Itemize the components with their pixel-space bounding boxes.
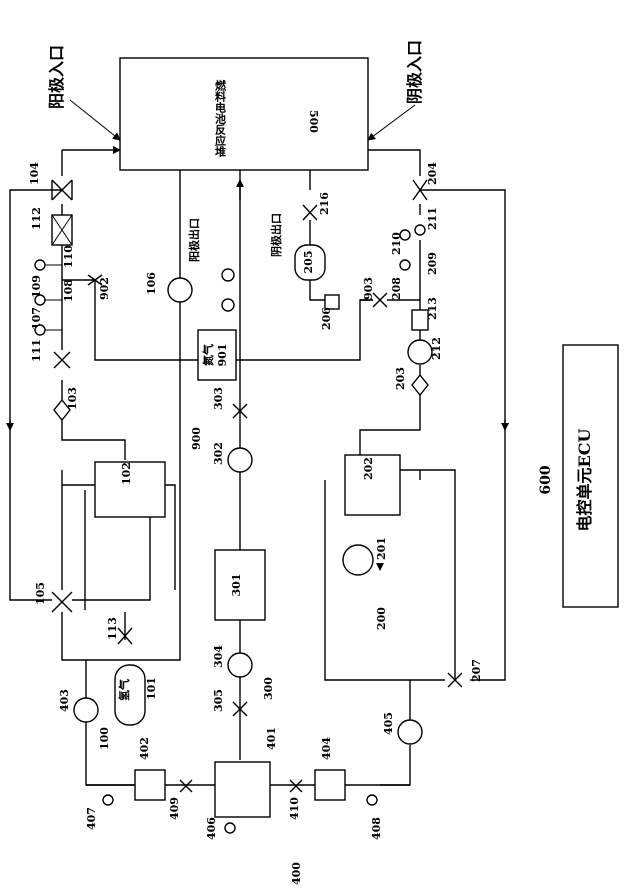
num-101: 101 [145, 677, 158, 700]
cathode-outlet-label: 阴极出口 [269, 213, 283, 257]
num-902: 902 [98, 277, 111, 300]
cathode-loop [310, 150, 505, 785]
filter-203 [412, 375, 428, 395]
num-206: 206 [320, 307, 333, 330]
component-213 [412, 310, 428, 330]
num-304: 304 [212, 645, 225, 668]
valve-111 [54, 352, 70, 368]
num-901: 901 [216, 344, 229, 367]
num-409: 409 [168, 797, 181, 820]
num-108: 108 [62, 279, 75, 302]
compressor-201 [343, 545, 373, 575]
num-403: 403 [58, 689, 71, 712]
num-203: 203 [394, 367, 407, 390]
ecu-600: 电控单元ECU 600 [538, 345, 618, 607]
num-209: 209 [426, 252, 439, 275]
hydrogen-tank-101: 氢气 101 [115, 665, 158, 725]
ecu-text: 电控单元ECU [575, 429, 594, 532]
valve-104: 104 [28, 162, 72, 200]
num-105: 105 [34, 582, 47, 605]
component-102: 102 [95, 462, 165, 517]
num-300: 300 [262, 677, 275, 700]
pump-403: 403 [58, 689, 98, 722]
num-202: 202 [362, 457, 375, 480]
num-302: 302 [212, 442, 225, 465]
num-102: 102 [120, 462, 133, 485]
num-211: 211 [426, 207, 439, 230]
num-401: 401 [265, 727, 278, 750]
component-112: 112 [30, 207, 72, 245]
num-110: 110 [62, 245, 75, 268]
valve-903 [373, 293, 387, 307]
num-104: 104 [28, 162, 41, 185]
fuel-cell-stack: 燃料电池反应堆 500 [120, 58, 368, 170]
num-301: 301 [230, 574, 243, 597]
hydrogen-text: 氢气 [117, 679, 131, 701]
num-407: 407 [85, 807, 98, 830]
cathode-inlet-arrow [368, 105, 415, 140]
cathode-inlet-label: 阴极入口 [405, 40, 424, 104]
pump-212 [408, 340, 432, 364]
stack-text: 燃料电池反应堆 [214, 79, 228, 158]
valve-216 [303, 205, 317, 220]
pump-405 [398, 720, 422, 744]
num-106: 106 [145, 272, 158, 295]
component-206 [325, 295, 339, 309]
num-400: 400 [290, 862, 303, 885]
num-216: 216 [318, 192, 331, 215]
num-903: 903 [362, 277, 375, 300]
num-100: 100 [98, 727, 111, 750]
num-410: 410 [288, 797, 301, 820]
num-112: 112 [30, 207, 43, 230]
num-200: 200 [375, 607, 388, 630]
valve-105: 105 [34, 582, 72, 612]
valve-113: 113 [106, 617, 132, 644]
anode-inlet-label: 阳极入口 [47, 45, 66, 109]
num-113: 113 [106, 617, 119, 640]
num-208: 208 [390, 277, 403, 300]
num-201: 201 [375, 537, 388, 560]
nitrogen-text: 氮气 [201, 344, 215, 366]
anode-outlet-label: 阳极出口 [187, 218, 201, 262]
num-408: 408 [370, 817, 383, 840]
num-305: 305 [212, 689, 225, 712]
num-406: 406 [205, 817, 218, 840]
sensor-106: 106 [145, 272, 192, 302]
sensors-right [400, 225, 425, 270]
num-303: 303 [212, 387, 225, 410]
num-402: 402 [138, 737, 151, 760]
stack-code: 500 [307, 110, 320, 133]
cooling-loop: 402 409 401 410 404 407 408 406 400 [85, 727, 410, 885]
num-207: 207 [470, 659, 483, 682]
ecu-code: 600 [538, 465, 554, 494]
nitrogen-line: 氮气 901 303 900 302 301 300 304 305 [190, 170, 275, 760]
num-111: 111 [30, 339, 43, 362]
num-204: 204 [426, 162, 439, 185]
anode-inlet-arrow [70, 100, 120, 140]
num-405: 405 [382, 712, 395, 735]
num-404: 404 [320, 737, 333, 760]
num-205: 205 [302, 251, 315, 274]
num-900: 900 [190, 427, 203, 450]
